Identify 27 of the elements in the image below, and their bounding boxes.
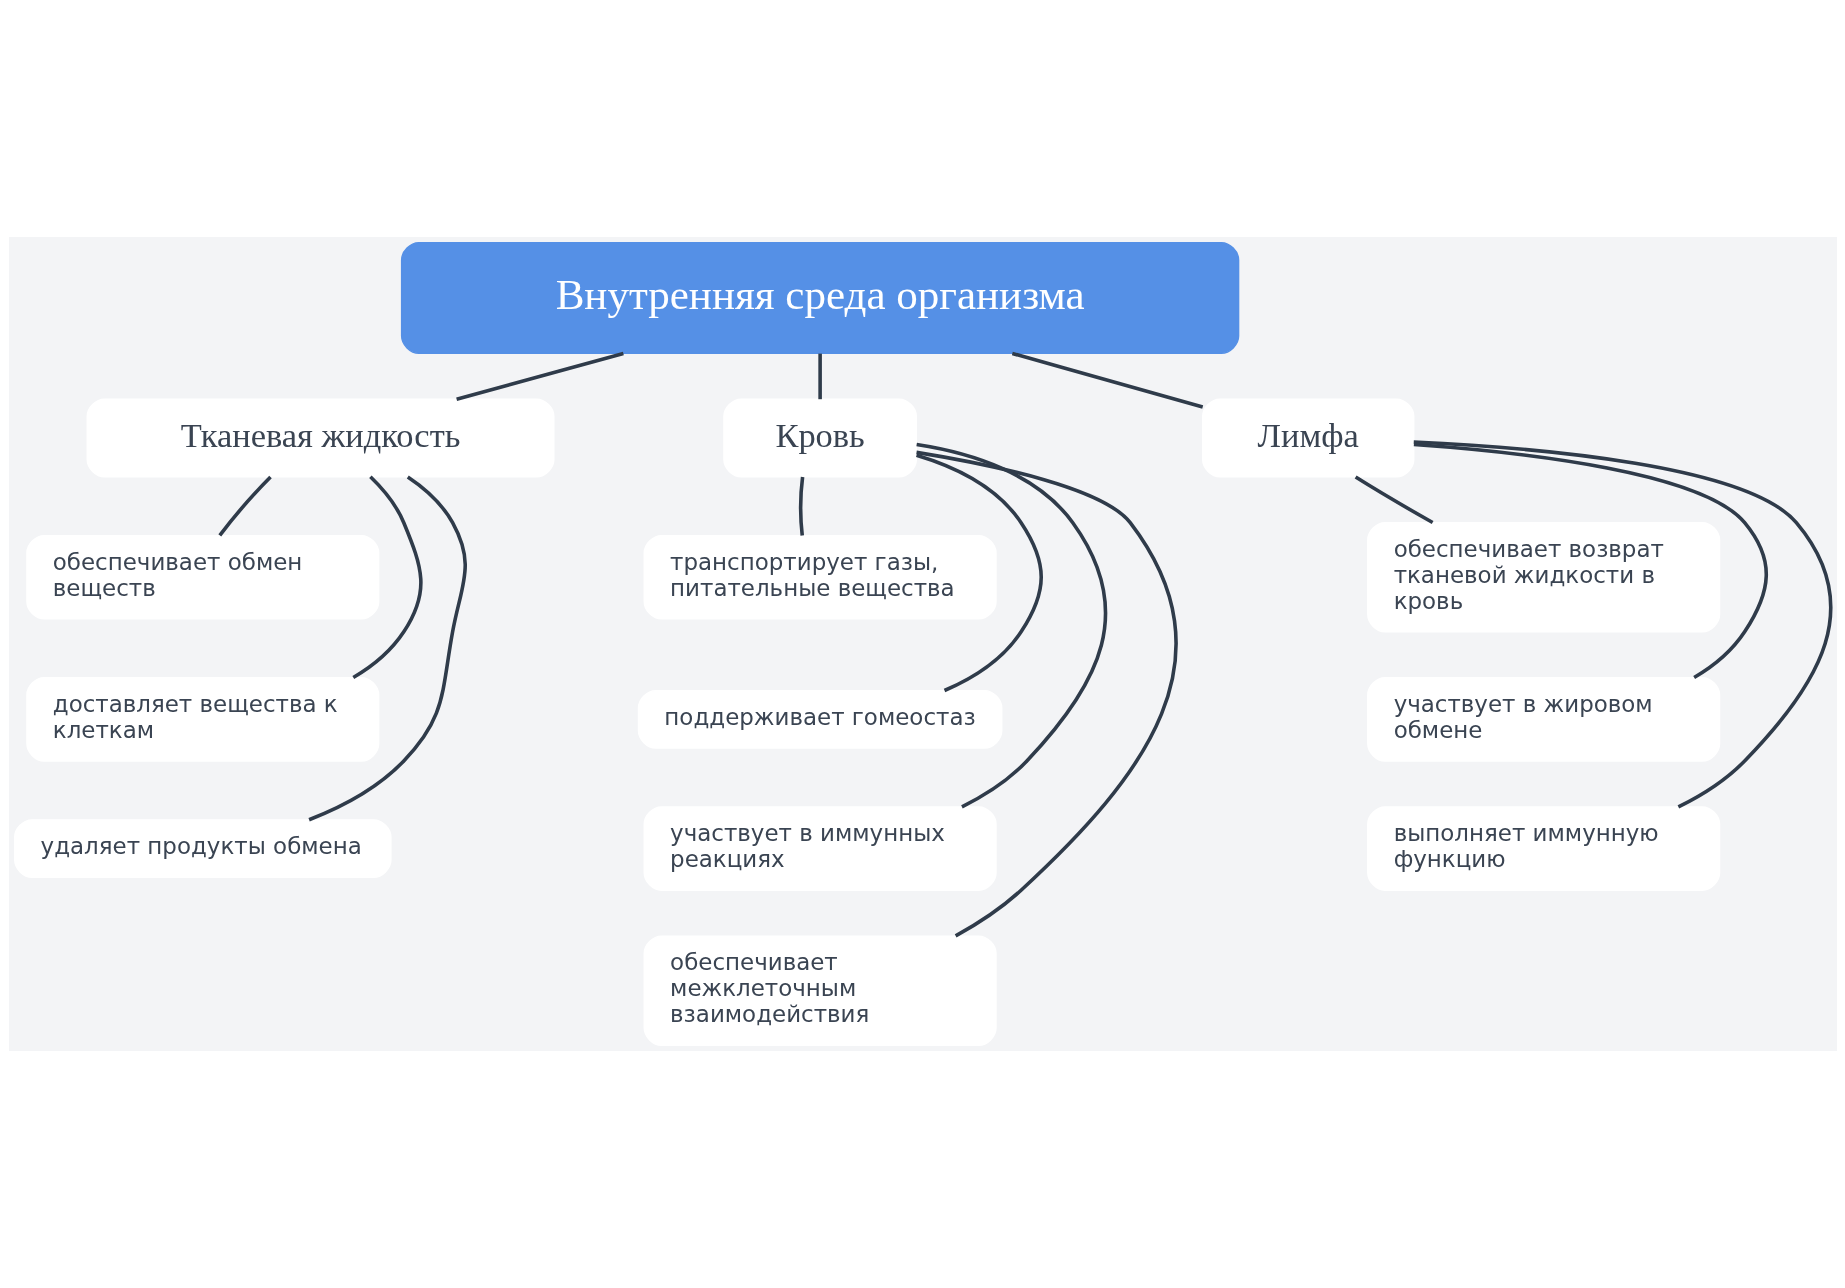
node-box: участвует в иммунных реакциях (643, 806, 997, 891)
connector (915, 453, 1043, 693)
node-box: Кровь (722, 398, 917, 478)
connector (455, 351, 624, 401)
connector (798, 476, 804, 536)
connector (1413, 442, 1768, 680)
connector (1413, 440, 1832, 809)
node-box: Тканевая жидкость (86, 398, 555, 478)
connector (915, 450, 1178, 938)
node-box: транспортирует газы, питательные вещества (643, 534, 997, 620)
node-box: выполняет иммунную функцию (1366, 806, 1720, 891)
node-box: участвует в жировом обмене (1366, 677, 1720, 762)
node-box: обеспечивает возврат тканевой жидкости в кровь (1366, 521, 1720, 633)
connector (915, 442, 1107, 809)
node-box: доставляет вещества к клеткам (25, 677, 379, 762)
node-box: обеспечивает межклеточным взаимодействия (643, 935, 997, 1046)
node-box: Лимфа (1201, 398, 1414, 478)
node-box: удаляет продукты обмена (13, 819, 392, 878)
node-box: обеспечивает обмен веществ (25, 534, 379, 620)
node-box: поддерживает гомеостаз (637, 689, 1002, 749)
connector (351, 475, 423, 680)
node-box: Внутренняя среда организма (400, 242, 1239, 354)
connector (817, 353, 822, 400)
connector (1011, 351, 1203, 409)
connector (217, 475, 272, 537)
connector (1354, 475, 1433, 525)
connector (307, 475, 467, 822)
